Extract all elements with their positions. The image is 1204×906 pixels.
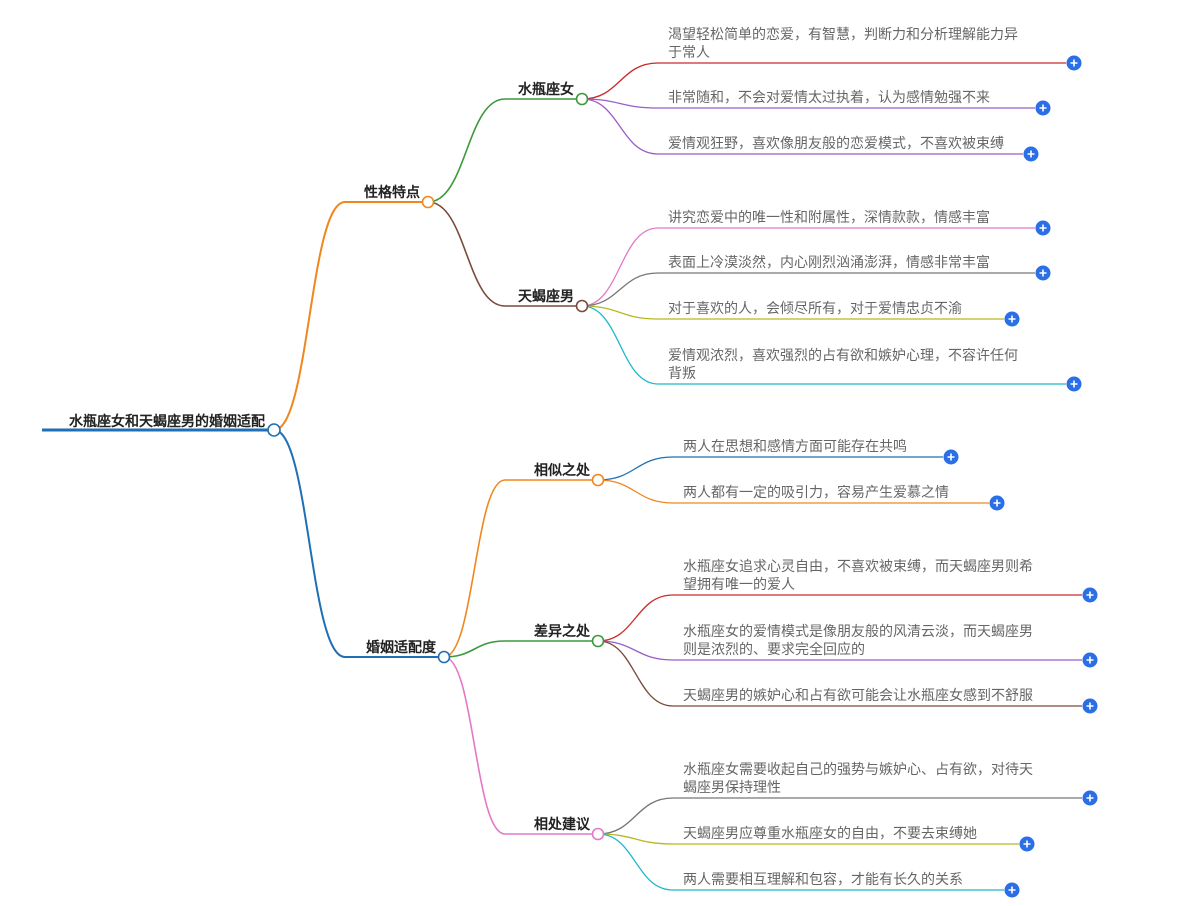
- leaf-node-label: 水瓶座女的爱情模式是像朋友般的风清云淡，而天蝎座男: [683, 623, 1033, 640]
- leaf-node-label: 两人都有一定的吸引力，容易产生爱慕之情: [683, 484, 949, 501]
- subbranch-node-label: 天蝎座男: [518, 288, 574, 305]
- leaf-node-label: 表面上冷漠淡然，内心刚烈汹涌澎湃，情感非常丰富: [668, 254, 990, 271]
- plus-glyph: [1008, 886, 1016, 894]
- leaf-connector: [581, 272, 659, 307]
- leaf-connector: [597, 833, 674, 845]
- leaf-node-label: 两人需要相互理解和包容，才能有长久的关系: [683, 871, 963, 888]
- subbranch-node-label: 相似之处: [534, 462, 591, 479]
- leaf-connector: [597, 797, 674, 835]
- collapse-toggle[interactable]: [591, 473, 605, 487]
- leaf-node-label: 爱情观浓烈，喜欢强烈的占有欲和嫉妒心理，不容许任何: [668, 347, 1018, 364]
- plus-glyph: [1086, 702, 1094, 710]
- leaf-connector: [581, 62, 659, 100]
- collapse-toggle[interactable]: [421, 195, 435, 209]
- branch-node-label: 婚姻适配度: [366, 639, 437, 656]
- plus-glyph: [1086, 591, 1094, 599]
- plus-glyph: [1008, 315, 1016, 323]
- leaf-node-label: 则是浓烈的、要求完全回应的: [683, 641, 865, 658]
- plus-glyph: [1086, 794, 1094, 802]
- expand-button[interactable]: [1082, 587, 1098, 603]
- expand-button[interactable]: [1004, 882, 1020, 898]
- leaf-connector: [597, 640, 674, 707]
- expand-button[interactable]: [1035, 265, 1051, 281]
- collapse-toggle[interactable]: [575, 92, 589, 106]
- leaf-connector: [581, 227, 659, 307]
- expand-button[interactable]: [1023, 146, 1039, 162]
- subbranch-connector: [443, 640, 506, 658]
- subbranch-node-label: 相处建议: [534, 816, 591, 833]
- leaf-node-label: 蝎座男保持理性: [683, 780, 781, 796]
- leaf-node-label: 对于喜欢的人，会倾尽所有，对于爱情忠贞不渝: [668, 300, 962, 317]
- expand-button[interactable]: [1082, 790, 1098, 806]
- leaf-node-label: 水瓶座女需要收起自己的强势与嫉妒心、占有欲，对待天: [683, 761, 1033, 778]
- branch-connector: [273, 201, 346, 431]
- leaf-connector: [597, 833, 674, 891]
- root-collapse-toggle[interactable]: [267, 423, 281, 437]
- leaf-node-label: 于常人: [668, 45, 710, 61]
- subbranch-connector: [443, 479, 506, 658]
- leaf-connector: [581, 305, 659, 385]
- expand-button[interactable]: [989, 495, 1005, 511]
- expand-button[interactable]: [1082, 652, 1098, 668]
- leaf-connector: [597, 640, 674, 661]
- expand-button[interactable]: [943, 449, 959, 465]
- plus-glyph: [1086, 656, 1094, 664]
- expand-button[interactable]: [1035, 220, 1051, 236]
- plus-glyph: [1039, 269, 1047, 277]
- collapse-toggle[interactable]: [591, 827, 605, 841]
- expand-button[interactable]: [1035, 100, 1051, 116]
- leaf-connector: [597, 479, 674, 504]
- subbranch-connector: [427, 98, 506, 203]
- collapse-toggle[interactable]: [575, 299, 589, 313]
- plus-glyph: [947, 453, 955, 461]
- collapse-toggle[interactable]: [437, 650, 451, 664]
- branch-node-label: 性格特点: [364, 184, 420, 201]
- leaf-connector: [597, 594, 674, 642]
- leaf-connector: [581, 305, 659, 320]
- leaf-node-label: 爱情观狂野，喜欢像朋友般的恋爱模式，不喜欢被束缚: [668, 135, 1004, 152]
- leaf-node-label: 讲究恋爱中的唯一性和附属性，深情款款，情感丰富: [668, 209, 990, 226]
- plus-glyph: [1027, 150, 1035, 158]
- expand-button[interactable]: [1004, 311, 1020, 327]
- expand-button[interactable]: [1066, 55, 1082, 71]
- expand-button[interactable]: [1019, 836, 1035, 852]
- leaf-connector: [581, 98, 659, 109]
- plus-glyph: [1039, 224, 1047, 232]
- subbranch-node-label: 水瓶座女: [518, 81, 574, 98]
- plus-glyph: [1023, 840, 1031, 848]
- leaf-node-label: 望拥有唯一的爱人: [683, 577, 795, 593]
- plus-glyph: [1070, 380, 1078, 388]
- subbranch-connector: [427, 201, 506, 307]
- branch-connector: [273, 429, 346, 658]
- subbranch-node-label: 差异之处: [534, 623, 591, 640]
- leaf-node-label: 天蝎座男应尊重水瓶座女的自由，不要去束缚她: [683, 825, 977, 842]
- plus-glyph: [993, 499, 1001, 507]
- collapse-toggle[interactable]: [591, 634, 605, 648]
- leaf-node-label: 天蝎座男的嫉妒心和占有欲可能会让水瓶座女感到不舒服: [683, 687, 1033, 704]
- leaf-node-label: 水瓶座女追求心灵自由，不喜欢被束缚，而天蝎座男则希: [683, 558, 1033, 575]
- expand-button[interactable]: [1066, 376, 1082, 392]
- leaf-node-label: 非常随和，不会对爱情太过执着，认为感情勉强不来: [668, 89, 990, 106]
- leaf-connector: [597, 456, 674, 481]
- subbranch-connector: [443, 656, 506, 835]
- leaf-connector: [581, 98, 659, 155]
- expand-button[interactable]: [1082, 698, 1098, 714]
- leaf-node-label: 背叛: [668, 366, 696, 382]
- plus-glyph: [1039, 104, 1047, 112]
- leaf-node-label: 两人在思想和感情方面可能存在共鸣: [683, 438, 907, 455]
- plus-glyph: [1070, 59, 1078, 67]
- root-node-label: 水瓶座女和天蝎座男的婚姻适配: [69, 413, 265, 430]
- leaf-node-label: 渴望轻松简单的恋爱，有智慧，判断力和分析理解能力异: [668, 26, 1018, 43]
